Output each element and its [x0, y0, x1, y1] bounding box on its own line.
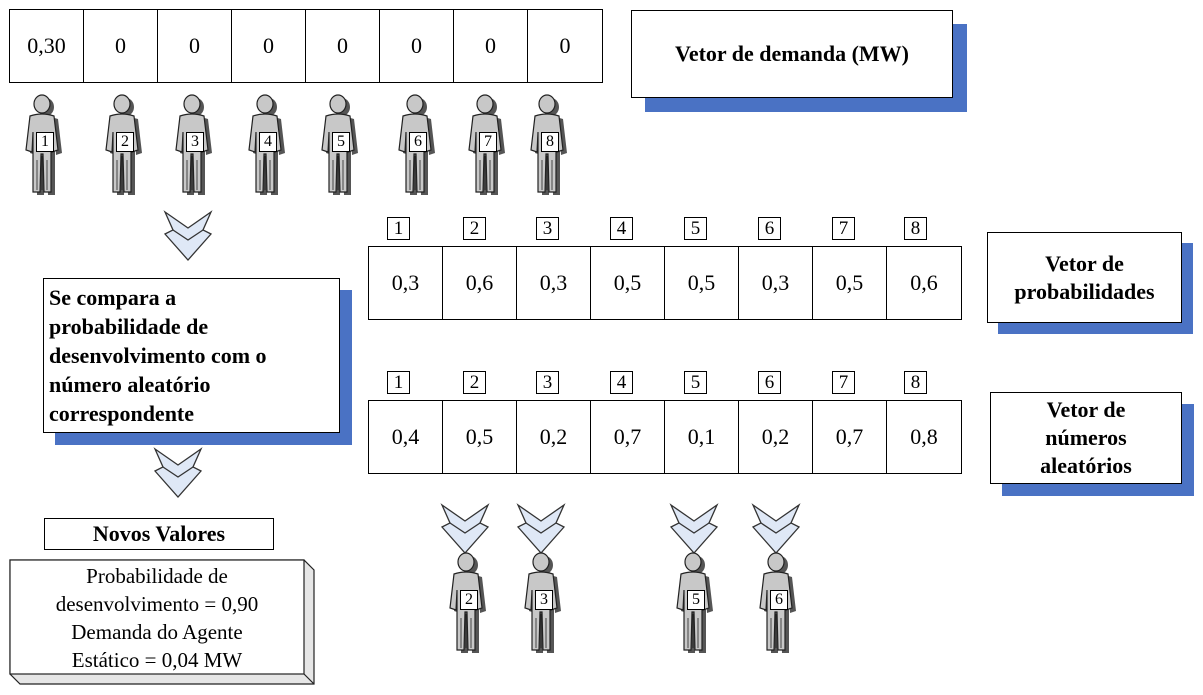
prob-cell-3: 0,3 — [517, 247, 591, 319]
prob-cell-2: 0,6 — [443, 247, 517, 319]
prob-cell-4: 0,5 — [591, 247, 665, 319]
probability-vector: 0,3 0,6 0,3 0,5 0,5 0,3 0,5 0,6 — [368, 246, 962, 320]
chevron-down-icon — [164, 211, 212, 261]
agent-7: 7 — [463, 92, 513, 200]
prob-cell-5: 0,5 — [665, 247, 739, 319]
prob-cell-6: 0,3 — [739, 247, 813, 319]
agent-label: 1 — [36, 132, 54, 152]
agent-label: 3 — [186, 132, 204, 152]
agent-label: 5 — [687, 590, 705, 610]
prob-index-8: 8 — [904, 217, 927, 240]
selected-agent-5: 5 — [671, 550, 721, 658]
rand-cell-8: 0,8 — [910, 424, 938, 449]
agent-5: 5 — [316, 92, 366, 200]
rand-cell-4: 0,7 — [591, 401, 665, 473]
chevron-down-icon — [154, 448, 202, 498]
demand-title-box: Vetor de demanda (MW) — [631, 10, 953, 98]
rand-cell-5: 0,1 — [665, 401, 739, 473]
rand-title-line: números — [1045, 425, 1127, 450]
demand-cell-5: 0 — [306, 10, 380, 82]
prob-title: Vetor de probabilidades — [1014, 250, 1155, 304]
new-values-line: desenvolvimento = 0,90 — [55, 592, 259, 616]
agent-label: 7 — [479, 132, 497, 152]
demand-cell-1: 0,30 — [10, 10, 84, 82]
chevron-down-icon — [517, 504, 565, 554]
agent-label: 6 — [770, 590, 788, 610]
rand-cell-2: 0,5 — [443, 401, 517, 473]
rand-cell-6: 0,2 — [739, 401, 813, 473]
prob-index-2: 2 — [463, 217, 486, 240]
rand-cell-1: 0,4 — [369, 401, 443, 473]
agent-label: 5 — [332, 132, 350, 152]
prob-index-1: 1 — [387, 217, 410, 240]
agent-label: 8 — [541, 132, 559, 152]
agent-label: 2 — [460, 590, 478, 610]
rand-title: Vetor de números aleatórios — [1040, 396, 1132, 480]
demand-cell-6: 0 — [380, 10, 454, 82]
demand-vector: 0,30 0 0 0 0 0 0 0 — [9, 9, 603, 83]
prob-index-4: 4 — [610, 217, 633, 240]
demand-cell-7: 0 — [454, 10, 528, 82]
rand-index-3: 3 — [536, 371, 559, 394]
chevron-down-icon — [752, 504, 800, 554]
prob-cell-7: 0,5 — [813, 247, 887, 319]
rand-title-box: Vetor de números aleatórios — [990, 392, 1182, 484]
demand-cell-2: 0 — [84, 10, 158, 82]
prob-index-6: 6 — [758, 217, 781, 240]
chevron-down-icon — [441, 504, 489, 554]
prob-index-3: 3 — [536, 217, 559, 240]
random-vector: 0,4 0,5 0,2 0,7 0,1 0,2 0,7 0,8 — [368, 400, 962, 474]
rand-cell-3: 0,2 — [517, 401, 591, 473]
new-values-box-frame — [9, 559, 315, 685]
prob-index-5: 5 — [684, 217, 707, 240]
demand-cell-4: 0 — [232, 10, 306, 82]
prob-cell-1: 0,3 — [369, 247, 443, 319]
rand-title-line: aleatórios — [1040, 453, 1132, 478]
rand-index-8: 8 — [904, 371, 927, 394]
selected-agent-6: 6 — [754, 550, 804, 658]
rand-index-7: 7 — [832, 371, 855, 394]
rand-index-4: 4 — [610, 371, 633, 394]
agent-4: 4 — [243, 92, 293, 200]
compare-line: correspondente — [49, 401, 195, 426]
selected-agent-3: 3 — [519, 550, 569, 658]
rand-index-5: 5 — [684, 371, 707, 394]
demand-cell-3: 0 — [158, 10, 232, 82]
agent-label: 6 — [409, 132, 427, 152]
prob-index-7: 7 — [832, 217, 855, 240]
new-values-line: Demanda do Agente — [71, 620, 243, 644]
compare-line: probabilidade de — [49, 314, 209, 339]
new-values-title: Novos Valores — [92, 521, 226, 546]
rand-title-line: Vetor de — [1046, 397, 1126, 422]
compare-line: Se compara a — [49, 285, 177, 310]
compare-text: Se compara a probabilidade de desenvolvi… — [49, 283, 267, 428]
prob-title-box: Vetor de probabilidades — [987, 232, 1182, 323]
agent-label: 3 — [535, 590, 553, 610]
agent-8: 8 — [525, 92, 575, 200]
demand-title: Vetor de demanda (MW) — [674, 41, 910, 66]
rand-index-2: 2 — [463, 371, 486, 394]
compare-line: desenvolvimento com o — [49, 343, 267, 368]
agent-6: 6 — [393, 92, 443, 200]
rand-index-1: 1 — [387, 371, 410, 394]
new-values-line: Probabilidade de — [86, 564, 228, 588]
selected-agent-2: 2 — [444, 550, 494, 658]
rand-index-6: 6 — [758, 371, 781, 394]
agent-2: 2 — [100, 92, 150, 200]
compare-box: Se compara a probabilidade de desenvolvi… — [43, 278, 340, 433]
agent-1: 1 — [20, 92, 70, 200]
compare-line: número aleatório — [49, 372, 211, 397]
new-values-line: Estático = 0,04 MW — [71, 648, 243, 672]
agent-label: 2 — [116, 132, 134, 152]
agent-3: 3 — [170, 92, 220, 200]
new-values-text: Probabilidade de desenvolvimento = 0,90 … — [10, 562, 304, 674]
demand-cell-8: 0 — [559, 33, 571, 58]
rand-cell-7: 0,7 — [813, 401, 887, 473]
prob-cell-8: 0,6 — [910, 270, 938, 295]
chevron-down-icon — [670, 504, 718, 554]
new-values-title-box: Novos Valores — [44, 518, 274, 550]
agent-label: 4 — [259, 132, 277, 152]
